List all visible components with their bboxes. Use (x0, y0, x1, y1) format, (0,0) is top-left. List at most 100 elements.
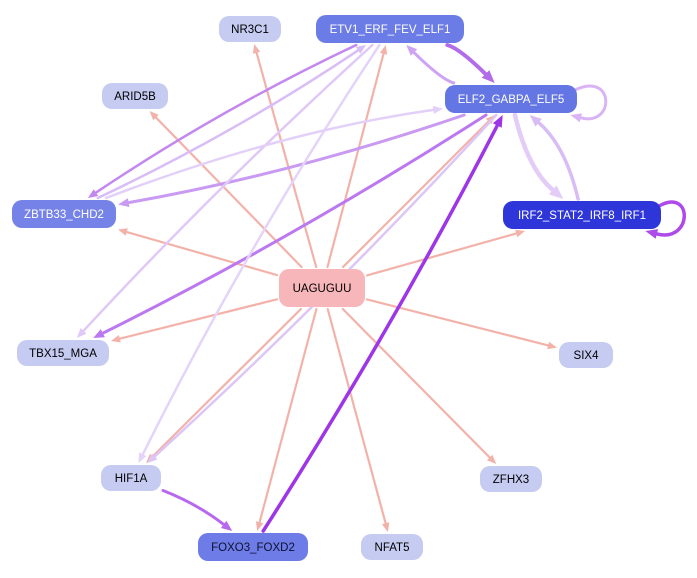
edge-ELF2_GABPA_ELF5-to-TBX15_MGA[interactable] (93, 113, 488, 338)
node-label: ELF2_GABPA_ELF5 (458, 94, 565, 106)
edge-arrowhead-icon (220, 520, 233, 531)
node-shape (480, 466, 542, 492)
edge-IRF2_STAT2_IRF8_IRF1-to-ELF2_GABPA_ELF5[interactable] (529, 115, 580, 201)
node-label: HIF1A (115, 473, 148, 485)
edge-ELF2_GABPA_ELF5-to-ETV1_ERF_FEV_ELF1[interactable] (406, 45, 456, 85)
edge-line (326, 52, 385, 269)
edge-arrowhead-icon (252, 44, 261, 54)
node-TBX15_MGA[interactable]: TBX15_MGA (17, 340, 109, 366)
edge-arrowhead-icon (118, 228, 128, 236)
edge-UAGUGUU-to-NFAT5[interactable] (326, 307, 390, 532)
edge-line (573, 84, 608, 121)
edge-UAGUGUU-to-ETV1_ERF_FEV_ELF1[interactable] (326, 45, 388, 269)
node-IRF2_STAT2_IRF8_IRF1[interactable]: IRF2_STAT2_IRF8_IRF1 (503, 201, 661, 229)
edge-line (512, 112, 555, 193)
edge-line (104, 108, 435, 200)
edge-ETV1_ERF_FEV_ELF1-to-TBX15_MGA[interactable] (76, 43, 374, 338)
edge-arrowhead-icon (379, 45, 388, 55)
node-ZBTB33_CHD2[interactable]: ZBTB33_CHD2 (12, 200, 116, 228)
edge-arrowhead-icon (481, 70, 495, 83)
edge-arrowhead-icon (432, 105, 443, 114)
edge-IRF2_STAT2_IRF8_IRF1-to-IRF2_STAT2_IRF8_IRF1[interactable] (645, 200, 686, 239)
edge-UAGUGUU-to-HIF1A[interactable] (146, 307, 302, 463)
edge-ELF2_GABPA_ELF5-to-IRF2_STAT2_IRF8_IRF1[interactable] (512, 112, 564, 199)
edge-line (258, 307, 318, 524)
edge-line (141, 43, 381, 456)
node-label: TBX15_MGA (29, 348, 97, 360)
node-label: NFAT5 (375, 542, 410, 554)
edge-arrowhead-icon (529, 115, 542, 127)
edge-line (94, 43, 358, 194)
edge-arrowhead-icon (255, 521, 264, 531)
edge-line (96, 49, 360, 200)
edge-UAGUGUU-to-FOXO3_FOXD2[interactable] (255, 307, 318, 531)
node-label: ZFHX3 (493, 474, 529, 486)
edge-arrowhead-icon (406, 45, 418, 56)
edge-line (536, 120, 580, 201)
edge-ETV1_ERF_FEV_ELF1-to-ELF2_GABPA_ELF5[interactable] (445, 43, 495, 83)
edge-arrowhead-icon (570, 113, 582, 123)
edge-ZBTB33_CHD2-to-ELF2_GABPA_ELF5[interactable] (104, 105, 443, 200)
edge-arrowhead-icon (381, 522, 390, 532)
node-shape (102, 83, 168, 109)
node-ARID5B[interactable]: ARID5B (102, 83, 168, 109)
edge-UAGUGUU-to-NR3C1[interactable] (252, 44, 318, 269)
edge-HIF1A-to-FOXO3_FOXD2[interactable] (161, 489, 233, 532)
node-UAGUGUU[interactable]: UAGUGUU (279, 269, 365, 307)
node-shape (12, 200, 116, 228)
edge-line (365, 232, 518, 277)
edge-ETV1_ERF_FEV_ELF1-to-HIF1A[interactable] (138, 43, 381, 463)
edge-line (118, 298, 279, 340)
edge-line (82, 43, 374, 333)
edge-arrowhead-icon (118, 198, 130, 208)
node-label: ETV1_ERF_FEV_ELF1 (330, 24, 451, 36)
edge-line (127, 113, 466, 205)
edge-ZBTB33_CHD2-to-ETV1_ERF_FEV_ELF1[interactable] (96, 45, 367, 200)
node-NR3C1[interactable]: NR3C1 (219, 16, 281, 42)
edge-FOXO3_FOXD2-to-ELF2_GABPA_ELF5[interactable] (261, 115, 503, 533)
node-shape (279, 269, 365, 307)
edge-UAGUGUU-to-IRF2_STAT2_IRF8_IRF1[interactable] (365, 229, 525, 277)
edge-line (326, 307, 387, 525)
edge-line (341, 307, 491, 459)
edge-UAGUGUU-to-ZFHX3[interactable] (341, 307, 497, 464)
node-ZFHX3[interactable]: ZFHX3 (480, 466, 542, 492)
node-SIX4[interactable]: SIX4 (559, 342, 613, 368)
edge-ELF2_GABPA_ELF5-to-ZBTB33_CHD2[interactable] (118, 113, 466, 208)
edge-UAGUGUU-to-ARID5B[interactable] (149, 111, 303, 269)
node-shape (559, 342, 613, 368)
edge-line (255, 51, 318, 269)
edge-UAGUGUU-to-TBX15_MGA[interactable] (111, 298, 279, 343)
edge-arrowhead-icon (548, 185, 564, 199)
node-NFAT5[interactable]: NFAT5 (361, 534, 423, 560)
node-label: NR3C1 (231, 24, 269, 36)
edge-line (655, 200, 686, 237)
edge-arrowhead-icon (645, 229, 659, 239)
node-label: UAGUGUU (293, 283, 352, 295)
node-shape (316, 15, 464, 43)
node-ELF2_GABPA_ELF5[interactable]: ELF2_GABPA_ELF5 (445, 85, 577, 113)
edge-ELF2_GABPA_ELF5-to-ELF2_GABPA_ELF5[interactable] (570, 84, 608, 123)
edge-arrowhead-icon (149, 111, 159, 121)
node-shape (198, 533, 308, 561)
node-shape (361, 534, 423, 560)
node-ETV1_ERF_FEV_ELF1[interactable]: ETV1_ERF_FEV_ELF1 (316, 15, 464, 43)
edge-UAGUGUU-to-ZBTB33_CHD2[interactable] (118, 228, 279, 277)
node-shape (101, 465, 161, 491)
edge-arrowhead-icon (111, 335, 121, 343)
edge-ETV1_ERF_FEV_ELF1-to-ZBTB33_CHD2[interactable] (87, 43, 358, 198)
edge-line (101, 113, 488, 335)
node-HIF1A[interactable]: HIF1A (101, 465, 161, 491)
edge-arrowhead-icon (515, 229, 525, 238)
edge-line (161, 489, 226, 526)
edge-line (365, 298, 550, 347)
node-label: FOXO3_FOXD2 (211, 542, 295, 554)
edge-arrowhead-icon (147, 453, 158, 463)
edge-arrowhead-icon (492, 115, 503, 128)
edge-UAGUGUU-to-SIX4[interactable] (365, 298, 557, 350)
node-label: SIX4 (574, 350, 600, 362)
node-FOXO3_FOXD2[interactable]: FOXO3_FOXD2 (198, 533, 308, 561)
